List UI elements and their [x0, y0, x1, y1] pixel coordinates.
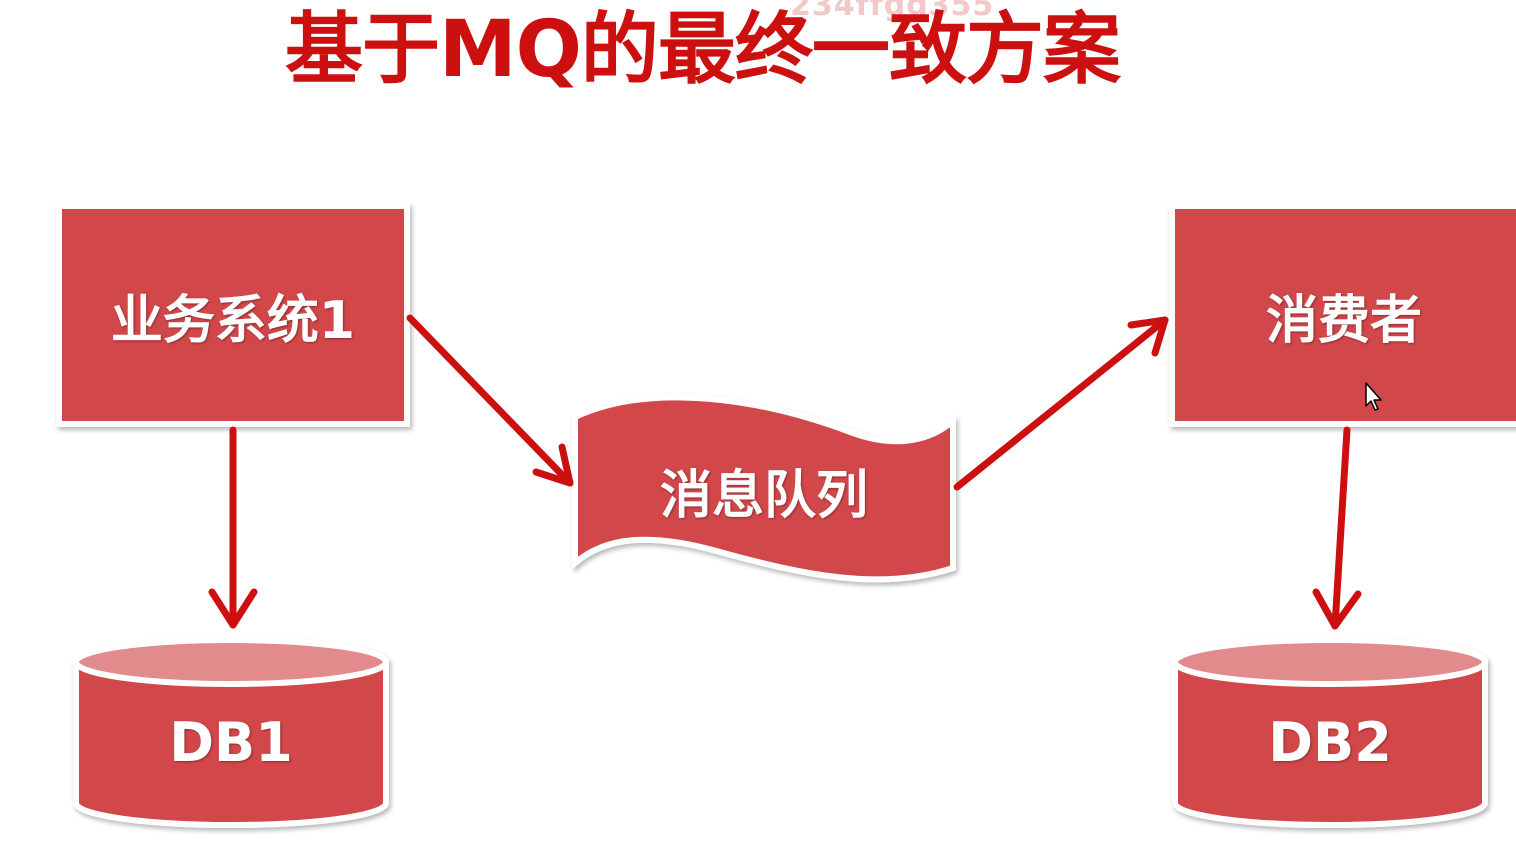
mouse-pointer-icon: [1365, 382, 1382, 411]
slide-title: 基于MQ的最终一致方案: [285, 5, 1121, 95]
arrow-queue-to-consumer: [953, 316, 1169, 491]
message-queue-shape: [572, 394, 956, 583]
message-queue-label: 消息队列: [659, 465, 868, 526]
watermark-text: 234ffgg355: [790, 0, 995, 23]
db1-cylinder: [73, 637, 389, 828]
db2-cylinder: [1172, 637, 1488, 828]
consumer-label: 消费者: [1265, 290, 1422, 351]
business-system-box: [56, 203, 410, 427]
business-system-label: 业务系统1: [110, 290, 356, 351]
arrow-business-to-queue: [406, 314, 574, 487]
arrow-business-to-db1: [208, 426, 258, 629]
db1-label: DB1: [169, 711, 293, 774]
db2-label: DB2: [1268, 711, 1392, 774]
arrow-consumer-to-db2: [1312, 426, 1362, 630]
consumer-box: [1169, 203, 1516, 427]
